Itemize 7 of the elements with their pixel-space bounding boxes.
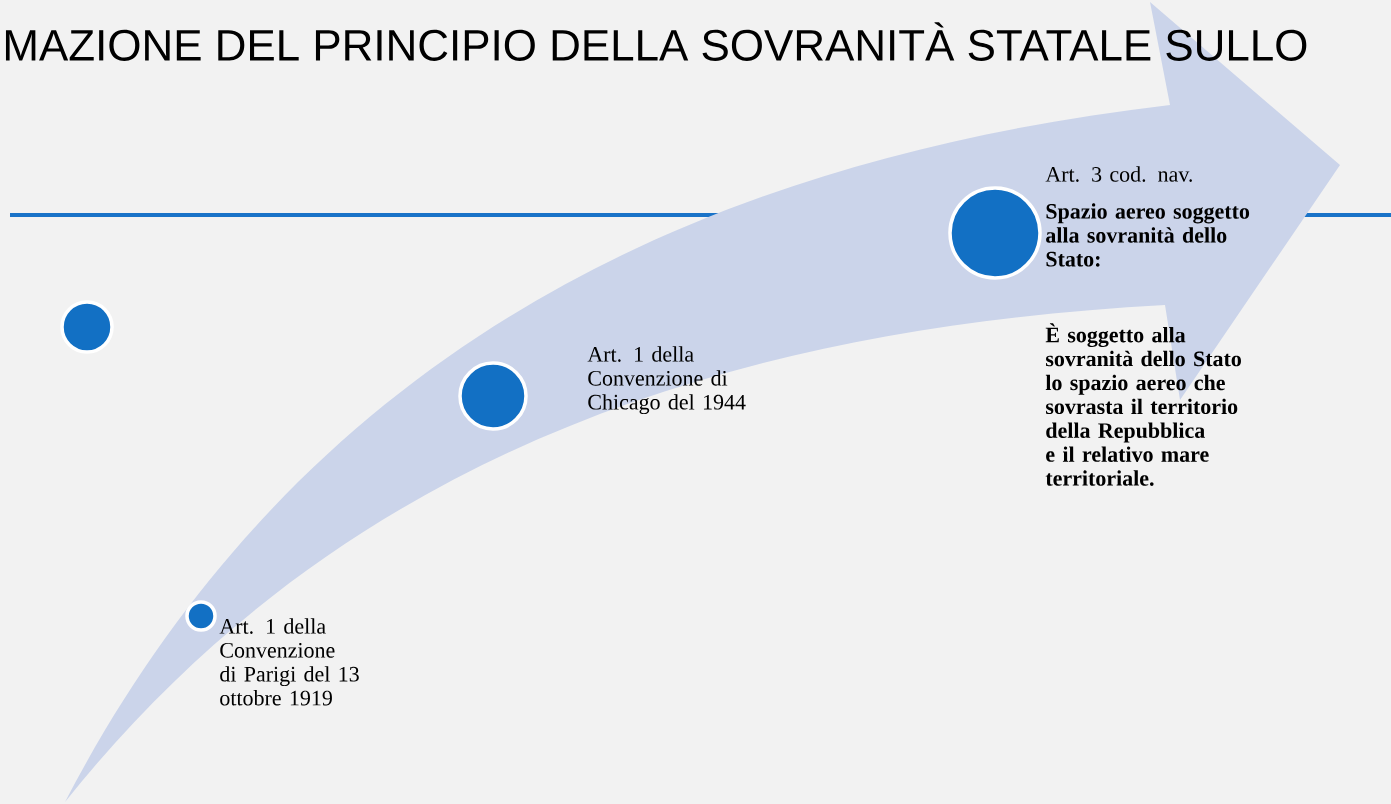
- timeline-label: Art. 1 della Convenzione di Parigi del 13 ottobre 1919: [219, 618, 359, 706]
- timeline-label: Art. 3 cod. nav.: [1045, 166, 1192, 182]
- timeline-label: È soggetto alla sovranità dello Stato lo spazio aereo che sovrasta il territorio della Repubblica e il relativo mare territoriale.: [1045, 323, 1241, 486]
- timeline-circle: [60, 300, 114, 354]
- title: MAZIONE DEL PRINCIPIO DELLA SOVRANITÀ STATALE SULLO: [5, 22, 1307, 61]
- timeline-label: Art. 1 della Convenzione di Chicago del 1944: [587, 346, 746, 415]
- timeline-label: Spazio aereo soggetto alla sovranità dello Stato:: [1046, 203, 1250, 267]
